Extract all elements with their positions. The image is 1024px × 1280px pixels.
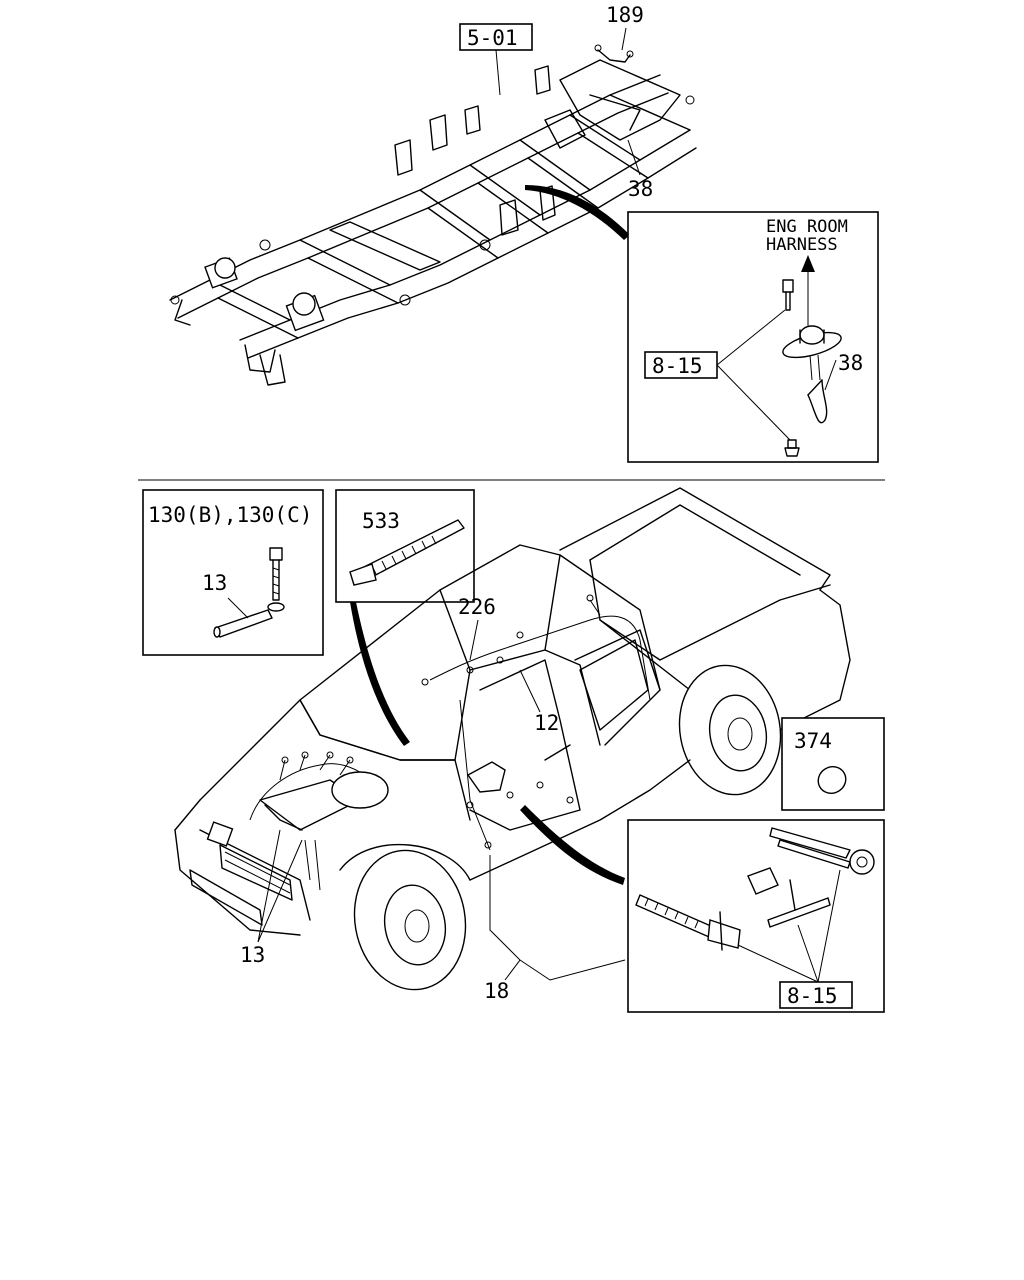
leader-arrow-533 bbox=[350, 602, 410, 746]
callout-13-inset-label: 13 bbox=[202, 571, 227, 595]
callout-226-leader bbox=[469, 619, 479, 661]
inset-grommet-374: 374 bbox=[781, 717, 885, 811]
callout-130-label: 130(B),130(C) bbox=[148, 503, 312, 527]
callout-38-top-label: 38 bbox=[628, 177, 653, 201]
callout-13-bottom-label: 13 bbox=[240, 943, 265, 967]
inset-bolt-ground-cable: 130(B),130(C) 13 bbox=[142, 489, 324, 656]
callout-18-label: 18 bbox=[484, 979, 509, 1003]
callout-38-inset-label: 38 bbox=[838, 351, 863, 375]
pickup-truck-illustration bbox=[174, 487, 851, 991]
callout-189: 189 bbox=[606, 3, 644, 51]
callout-226-label: 226 bbox=[458, 595, 496, 619]
eng-room-label: ENG ROOM bbox=[766, 217, 848, 237]
callout-533-label: 533 bbox=[362, 509, 400, 533]
chassis-frame-illustration bbox=[169, 44, 697, 386]
harness-label: HARNESS bbox=[766, 235, 838, 255]
leader-arrow-bottom bbox=[520, 805, 625, 885]
callout-12-label: 12 bbox=[534, 711, 559, 735]
leader-arrow-top bbox=[525, 185, 630, 240]
callout-8-15-top-label: 8-15 bbox=[652, 354, 703, 378]
callout-13-bottom-leader bbox=[257, 829, 303, 943]
callout-374-label: 374 bbox=[794, 729, 832, 753]
up-arrow-icon bbox=[801, 255, 815, 272]
inset-clips-ties: 8-15 bbox=[627, 819, 885, 1013]
callout-18-leader bbox=[489, 855, 626, 981]
callout-12-leader bbox=[519, 669, 541, 713]
callout-5-01-label: 5-01 bbox=[467, 26, 518, 50]
inset-eng-room-harness: ENG ROOM HARNESS 38 8-15 bbox=[627, 211, 879, 463]
callout-189-label: 189 bbox=[606, 3, 644, 27]
inset-cable-tie: 533 bbox=[335, 489, 475, 603]
callout-38-top: 38 bbox=[627, 139, 653, 201]
callout-8-15-bottom-label: 8-15 bbox=[787, 984, 838, 1008]
callout-5-01: 5-01 bbox=[459, 23, 533, 96]
